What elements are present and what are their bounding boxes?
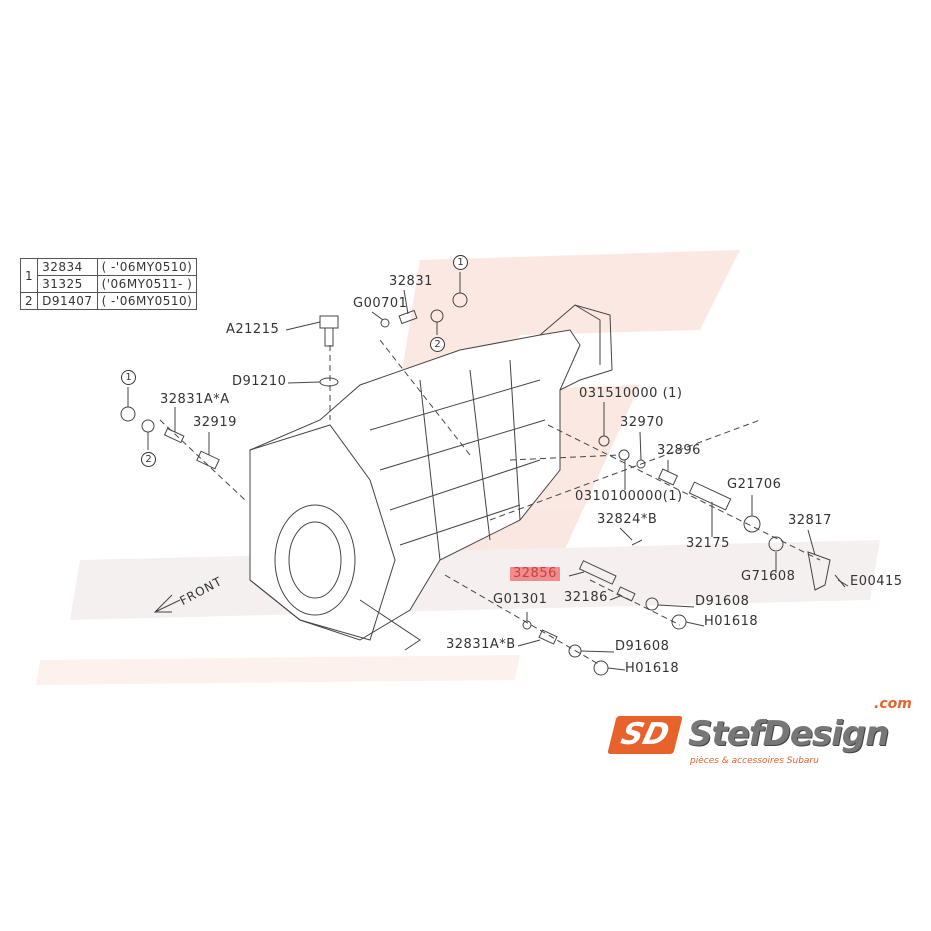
part-variant-table: 1 32834 ( -'06MY0510) 31325 ('06MY0511- … bbox=[19, 258, 198, 310]
label-g21706[interactable]: G21706 bbox=[727, 477, 782, 492]
extension-housing bbox=[539, 304, 613, 391]
bolt-a21215 bbox=[319, 315, 339, 329]
lever-32817 bbox=[807, 551, 831, 591]
pin-32824b bbox=[631, 539, 643, 546]
washer-d91608-a bbox=[645, 597, 659, 611]
table-row: 31325 ('06MY0511- ) bbox=[21, 275, 198, 293]
label-32896[interactable]: 32896 bbox=[657, 443, 701, 458]
part-number: D91407 bbox=[37, 292, 98, 310]
label-32856-highlighted[interactable]: 32856 bbox=[510, 567, 560, 581]
label-e00415[interactable]: E00415 bbox=[850, 574, 903, 589]
washer-0310100000 bbox=[618, 449, 630, 461]
label-32186[interactable]: 32186 bbox=[564, 590, 608, 605]
plug-h01618-b bbox=[593, 660, 609, 676]
label-d91210[interactable]: D91210 bbox=[232, 374, 287, 389]
shaft-32175 bbox=[688, 481, 732, 511]
spring-32831 bbox=[398, 309, 418, 325]
label-d91608[interactable]: D91608 bbox=[695, 594, 750, 609]
logo-com: .com bbox=[874, 696, 912, 712]
logo-tagline: pièces & accessoires Subaru bbox=[690, 756, 819, 766]
plug-1-left bbox=[120, 406, 136, 422]
model-range: ('06MY0511- ) bbox=[96, 275, 198, 293]
label-031510000[interactable]: 031510000 (1) bbox=[579, 386, 683, 401]
label-32831a-a[interactable]: 32831A*A bbox=[160, 392, 230, 407]
label-32817[interactable]: 32817 bbox=[788, 513, 832, 528]
label-a21215[interactable]: A21215 bbox=[226, 322, 280, 337]
stefdesign-logo: SD StefDesign .com pièces & accessoires … bbox=[607, 696, 922, 778]
callout-1: 1 bbox=[453, 255, 468, 270]
label-32831a-b[interactable]: 32831A*B bbox=[446, 637, 516, 652]
label-32831[interactable]: 32831 bbox=[389, 274, 433, 289]
sleeve-32919 bbox=[196, 450, 220, 470]
spring-32896 bbox=[657, 468, 679, 486]
callout-2: 2 bbox=[430, 337, 445, 352]
logo-brand: StefDesign bbox=[688, 714, 889, 754]
label-g00701[interactable]: G00701 bbox=[353, 296, 408, 311]
shaft-32856 bbox=[578, 560, 617, 585]
washer-2-left bbox=[141, 419, 155, 433]
label-h01618[interactable]: H01618 bbox=[625, 661, 680, 676]
label-d91608[interactable]: D91608 bbox=[615, 639, 670, 654]
model-range: ( -'06MY0510) bbox=[96, 292, 198, 310]
ref-2: 2 bbox=[19, 292, 39, 310]
label-g71608[interactable]: G71608 bbox=[741, 569, 796, 584]
label-0310100000[interactable]: 0310100000(1) bbox=[575, 489, 683, 504]
ref-1: 1 bbox=[19, 258, 39, 293]
model-range: ( -'06MY0510) bbox=[96, 258, 198, 276]
input-bore bbox=[274, 504, 356, 616]
ball-g00701 bbox=[380, 318, 390, 328]
label-h01618[interactable]: H01618 bbox=[704, 614, 759, 629]
label-32824-b[interactable]: 32824*B bbox=[597, 512, 658, 527]
table-row: 1 32834 ( -'06MY0510) bbox=[19, 258, 198, 293]
spring-32831a-a bbox=[163, 427, 185, 444]
label-g01301[interactable]: G01301 bbox=[493, 592, 548, 607]
label-32970[interactable]: 32970 bbox=[620, 415, 664, 430]
front-arrow-icon bbox=[153, 594, 181, 613]
spring-32831a-b bbox=[538, 629, 558, 645]
logo-mark: SD bbox=[607, 716, 683, 754]
bell-housing bbox=[249, 424, 396, 641]
part-number: 31325 bbox=[37, 275, 98, 293]
callout-1: 1 bbox=[121, 370, 136, 385]
callout-2: 2 bbox=[141, 452, 156, 467]
washer-g71608 bbox=[768, 536, 784, 552]
table-row: 2 D91407 ( -'06MY0510) bbox=[19, 292, 198, 310]
spring-32186 bbox=[616, 586, 636, 602]
watermark-tagline-swash bbox=[36, 655, 520, 685]
part-number: 32834 bbox=[37, 258, 98, 276]
label-32919[interactable]: 32919 bbox=[193, 415, 237, 430]
label-32175[interactable]: 32175 bbox=[686, 536, 730, 551]
washer-d91210 bbox=[319, 377, 339, 387]
transmission-case bbox=[249, 329, 581, 641]
